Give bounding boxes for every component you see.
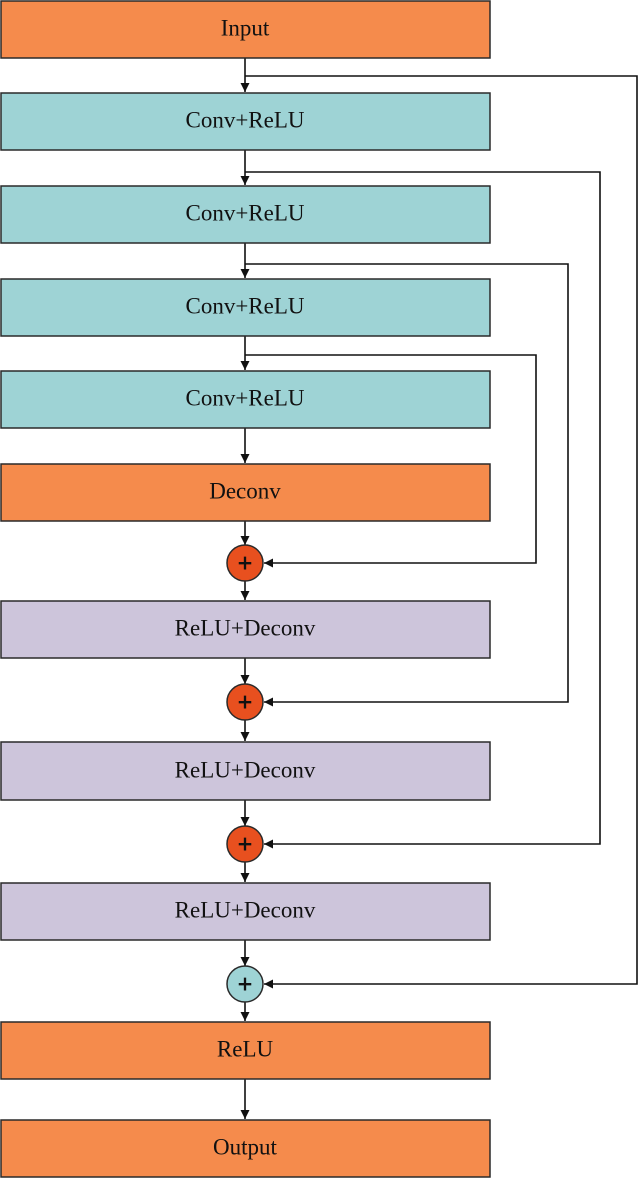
skip-input-to-sum4 [245, 75, 638, 989]
box-conv3: Conv+ReLU [0, 278, 491, 337]
box-conv2-label: Conv+ReLU [185, 200, 304, 225]
sum-node-1-circle [226, 544, 264, 582]
sum-node-3: + [226, 825, 264, 863]
box-conv3-rect [0, 278, 491, 337]
box-deconv-rect [0, 463, 491, 522]
box-output-label: Output [213, 1134, 278, 1159]
sum-node-3-circle [226, 825, 264, 863]
box-conv2-rect [0, 185, 491, 244]
box-conv3-label: Conv+ReLU [185, 293, 304, 318]
plus-icon: + [237, 690, 254, 714]
plus-icon: + [237, 972, 254, 996]
plus-icon: + [237, 832, 254, 856]
box-deconv: Deconv [0, 463, 491, 522]
box-conv4-label: Conv+ReLU [185, 385, 304, 410]
skip-conv2-to-sum2 [245, 263, 569, 707]
box-relu-deconv-1-label: ReLU+Deconv [175, 615, 316, 640]
box-relu-deconv-1-rect [0, 600, 491, 659]
box-relu-deconv-1: ReLU+Deconv [0, 600, 491, 659]
box-relu-rect [0, 1021, 491, 1080]
box-input-rect [0, 0, 491, 59]
box-relu-deconv-3-rect [0, 882, 491, 941]
box-relu: ReLU [0, 1021, 491, 1080]
box-input-label: Input [221, 15, 270, 40]
box-deconv-label: Deconv [209, 478, 281, 503]
skip-connections [245, 75, 638, 989]
sum-node-4-circle [226, 965, 264, 1003]
box-relu-deconv-3: ReLU+Deconv [0, 882, 491, 941]
sum-node-1: + [226, 544, 264, 582]
box-output-rect [0, 1119, 491, 1178]
box-conv1-rect [0, 92, 491, 151]
box-relu-deconv-2: ReLU+Deconv [0, 741, 491, 801]
box-conv4: Conv+ReLU [0, 370, 491, 429]
box-relu-label: ReLU [217, 1036, 274, 1061]
box-relu-deconv-2-rect [0, 741, 491, 801]
sum-node-4: + [226, 965, 264, 1003]
box-output: Output [0, 1119, 491, 1178]
box-conv1: Conv+ReLU [0, 92, 491, 151]
skip-conv1-to-sum3 [245, 171, 601, 849]
box-relu-deconv-3-label: ReLU+Deconv [175, 897, 316, 922]
sum-node-2-circle [226, 683, 264, 721]
skip-conv3-to-sum1 [245, 354, 537, 568]
box-relu-deconv-2-label: ReLU+Deconv [175, 757, 316, 782]
sum-node-2: + [226, 683, 264, 721]
box-conv2: Conv+ReLU [0, 185, 491, 244]
box-input: Input [0, 0, 491, 59]
plus-icon: + [237, 551, 254, 575]
box-conv1-label: Conv+ReLU [185, 107, 304, 132]
box-conv4-rect [0, 370, 491, 429]
